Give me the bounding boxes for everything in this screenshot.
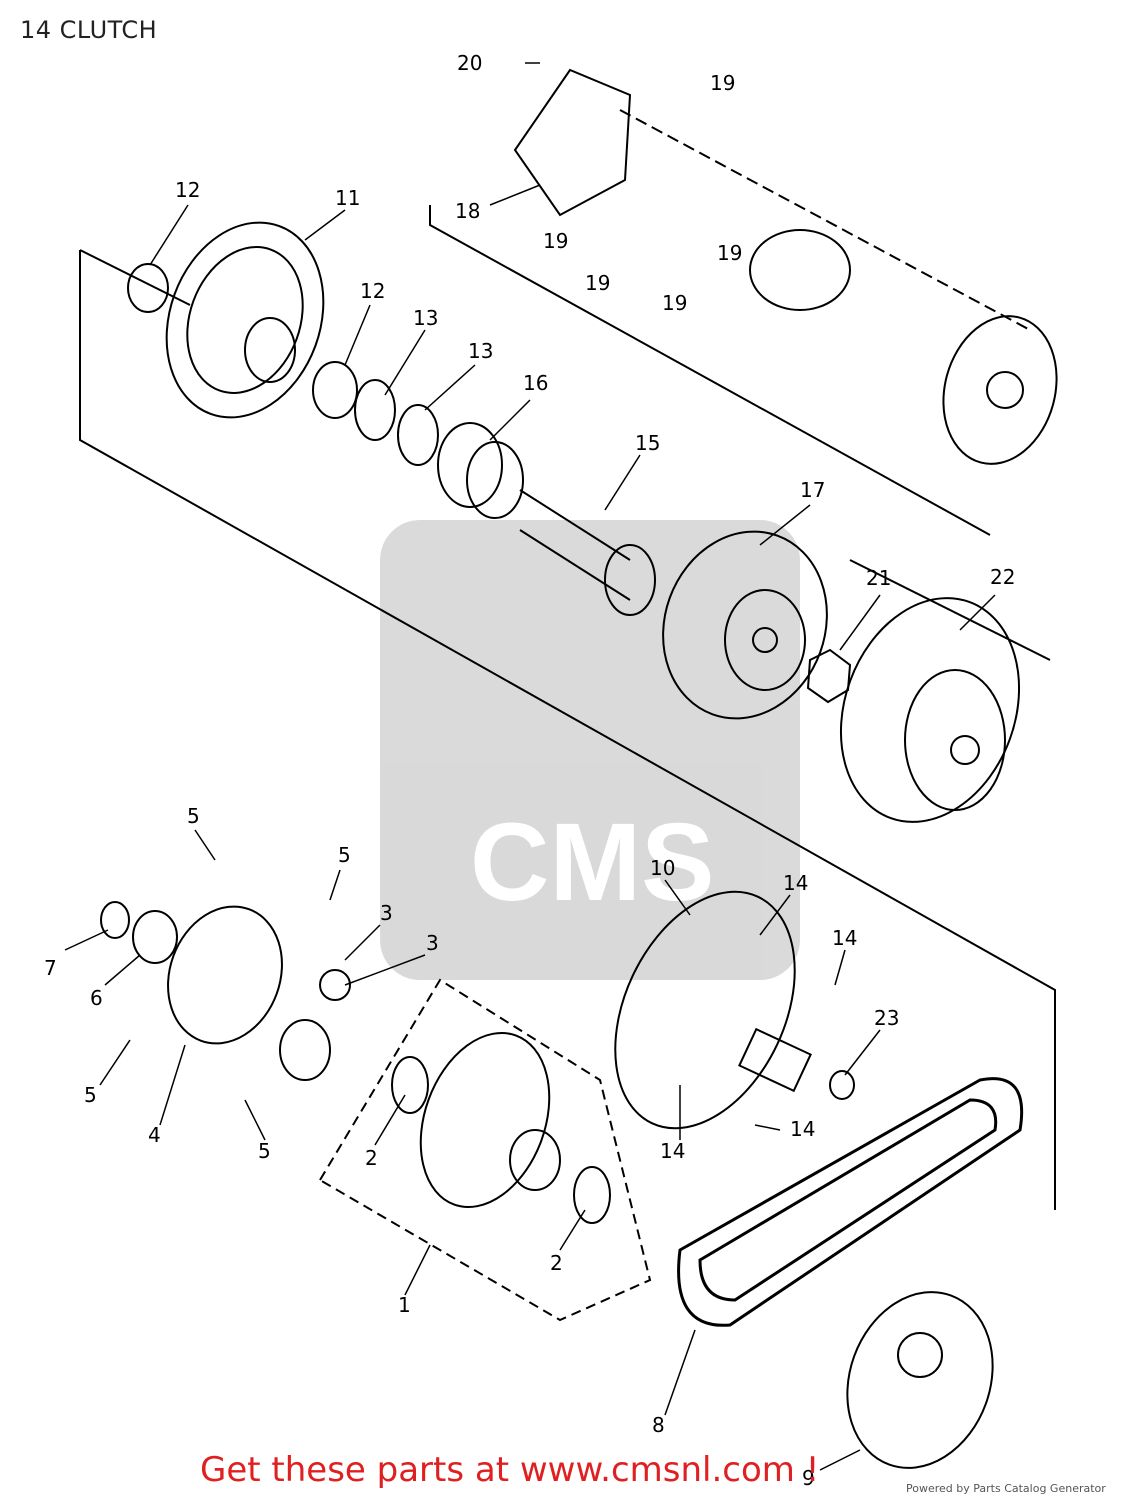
part-upper-clutch: [513, 68, 1058, 465]
watermark-logo: CMS: [380, 520, 800, 980]
callout-14: 14: [783, 871, 808, 895]
callout-13: 13: [468, 339, 493, 363]
callout-14: 14: [832, 926, 857, 950]
part-11-drive-plate: [165, 221, 325, 419]
callout-19: 19: [662, 291, 687, 315]
callout-14: 14: [790, 1117, 815, 1141]
callout-2: 2: [550, 1251, 563, 1275]
callout-16: 16: [523, 371, 548, 395]
part-collar-spring: [437, 422, 656, 616]
callout-19: 19: [543, 229, 568, 253]
callout-10: 10: [650, 856, 675, 880]
part-9-fan: [846, 1291, 994, 1469]
part-8-v-belt: [677, 1077, 1024, 1327]
callout-17: 17: [800, 478, 825, 502]
callout-5: 5: [338, 843, 351, 867]
callout-11: 11: [335, 186, 360, 210]
callout-3: 3: [426, 931, 439, 955]
frame-lines: [79, 205, 1056, 1322]
callout-14: 14: [660, 1139, 685, 1163]
callout-5: 5: [258, 1139, 271, 1163]
part-variator-left: [100, 901, 351, 1081]
powered-by-text: Powered by Parts Catalog Generator: [906, 1482, 1106, 1495]
callout-21: 21: [866, 566, 891, 590]
callout-15: 15: [635, 431, 660, 455]
callout-23: 23: [874, 1006, 899, 1030]
callout-19: 19: [585, 271, 610, 295]
callout-19: 19: [717, 241, 742, 265]
part-21-22-drum: [806, 597, 1021, 823]
callout-8: 8: [652, 1413, 665, 1437]
callout-19: 19: [710, 71, 735, 95]
callout-1: 1: [398, 1293, 411, 1317]
callout-5: 5: [84, 1083, 97, 1107]
callout-20: 20: [457, 51, 482, 75]
watermark-text: CMS: [470, 801, 714, 924]
callout-13: 13: [413, 306, 438, 330]
leader-lines: [64, 62, 996, 1471]
promo-link[interactable]: Get these parts at www.cmsnl.com !: [200, 1450, 820, 1490]
part-1-primary-sheave: [391, 1031, 611, 1224]
callout-4: 4: [148, 1123, 161, 1147]
part-10-secondary-sheave: [614, 890, 855, 1130]
part-rings: [127, 263, 439, 466]
callout-9: 9: [802, 1466, 815, 1490]
callout-5: 5: [187, 804, 200, 828]
callout-22: 22: [990, 565, 1015, 589]
page-title: 14 CLUTCH: [20, 16, 158, 44]
callout-6: 6: [90, 986, 103, 1010]
callout-12: 12: [175, 178, 200, 202]
callout-18: 18: [455, 199, 480, 223]
callout-3: 3: [380, 901, 393, 925]
callout-12: 12: [360, 279, 385, 303]
part-17-clutch-assembly: [662, 530, 828, 720]
callout-7: 7: [44, 956, 57, 980]
callout-2: 2: [365, 1146, 378, 1170]
